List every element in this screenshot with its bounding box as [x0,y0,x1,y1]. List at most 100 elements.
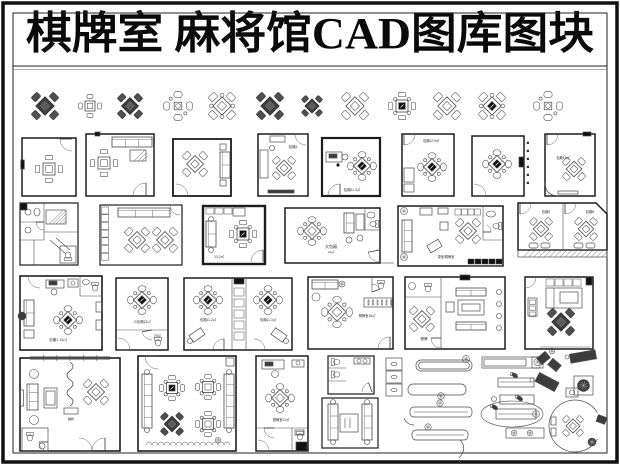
sofa [141,373,153,429]
suite-qipai-living: 棋牌 [404,274,506,350]
door-swing [257,439,270,452]
symbol-mahjong-table-5 [208,92,236,120]
cabinet-drawers [385,357,403,397]
room-label: 包厢11.3㎡ [260,317,277,322]
reception-counters [403,355,473,459]
symbol-mahjong-table-10 [433,92,461,120]
mahjong-table [347,151,377,181]
door-swing [141,329,153,341]
plant-icon [526,429,534,437]
person-figure [489,403,498,411]
room-label: 包厢9 [586,209,595,214]
door-swing [546,133,559,146]
symbol-mahjong-table-11 [478,92,506,120]
mahjong-table [193,285,223,315]
mahjong-table [124,227,150,253]
door-swing [564,202,577,215]
door-swing [377,336,391,350]
room-label: 棋牌室12㎡ [273,417,290,422]
plant-icon [577,379,590,392]
plant-icon [587,437,597,447]
room-label: 包厢1 13㎡ [49,337,67,342]
mahjong-table [127,285,157,315]
plant-icon [424,423,432,431]
room-label: 小包厢12㎡ [133,319,151,324]
toilet-icon [331,370,341,379]
room-baoxiang-15: 包厢15㎡ [544,131,596,197]
door-swing [371,283,380,293]
toilet-icon [424,283,432,293]
door-swing [27,275,41,289]
door-swing [483,224,492,233]
mahjong-table [253,285,283,315]
door-swing [524,276,537,289]
sofa [205,220,217,248]
room-center-table [471,135,530,197]
front-desk-group [480,356,545,439]
room-label: 包厢11.3㎡ [344,187,361,192]
door-swing [117,337,131,351]
toilet-icon [64,251,72,261]
mahjong-table [478,92,506,120]
sofa [455,321,487,331]
room-bold-walls: 13.2㎡ [201,204,267,266]
door-swing [367,249,381,263]
mahjong-table [160,412,184,436]
room-label: 棋牌 [420,336,428,341]
symbol-mahjong-table-2 [78,94,102,118]
sofa [111,136,153,148]
room-label: 卫生间 [153,334,161,338]
door-swing [253,338,266,351]
mahjong-table [562,415,584,437]
hall-four-tables [137,355,237,452]
lounge-furniture-cluster [529,347,597,396]
sofa [223,373,235,429]
room-label: 包厢15㎡ [556,155,570,160]
room-label: 大包厢 [325,243,337,249]
room-couch-right [172,138,232,197]
door-swing [250,249,264,263]
sofa [117,207,171,218]
room-baoxiang-11-3: 包厢11.3㎡ [320,136,382,198]
mahjong-table [90,149,118,177]
door-swing [175,183,189,197]
room-label: 包厢11.2㎡ [200,317,217,322]
guestroom-bed-mahjong [524,276,594,350]
mahjong-table [53,305,83,335]
washroom-two-stalls [327,355,375,395]
symbol-mahjong-table-4 [163,91,193,121]
room-sofa-tv [85,131,155,197]
toilet-icon [91,282,99,292]
door-swing [144,355,159,370]
mahjong-table [297,216,327,246]
plant-icon [338,280,346,288]
mahjong-table [78,94,102,118]
mahjong-table [152,227,178,253]
door-swing [327,183,341,197]
mahjong-table [163,91,193,121]
mahjong-table [208,92,236,120]
plant-icon [215,437,221,443]
plant-icon [548,347,556,355]
sofa [219,151,231,179]
mahjong-table [455,218,481,244]
mahjong-table [574,217,598,241]
plant-icon [436,399,444,407]
door-swing [35,221,45,231]
sofa [361,403,373,441]
hall-two-tables [99,204,183,266]
door-swing [59,138,73,152]
person-figure [514,394,523,402]
room-label: 茶室/棋牌室 [438,254,455,259]
person-figure [509,371,518,379]
toilet-icon [331,358,341,366]
symbol-mahjong-table-3 [117,93,143,119]
mahjong-table [195,374,221,400]
room-qipaishi-15: 棋牌室15㎡ [307,276,394,350]
room-label: 13.2㎡ [214,254,224,259]
symbol-mahjong-table-1 [31,92,59,120]
